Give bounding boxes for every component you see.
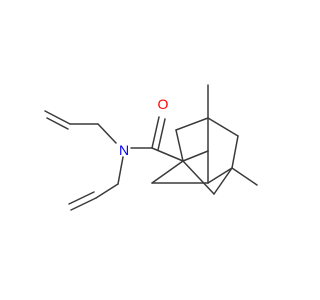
adamantane-cage [151,117,239,195]
bond-n-lower-ch2 [117,156,124,185]
bond-lower-ch2-ch [95,183,119,199]
bond-cage-2 [175,117,209,131]
bond-cage-7 [151,160,184,184]
bond-cage-6 [182,160,215,195]
amide-group [130,116,184,162]
bond-cage-5 [213,167,233,195]
nitrogen-atom-label: N [119,142,129,158]
bond-cage-4 [231,135,239,169]
bond-cage-1 [175,129,184,162]
methyl-groups [207,84,258,186]
bond-cage-3 [207,117,239,137]
bond-double-upper-terminal-1 [44,110,71,125]
allyl-group-lower [68,156,124,211]
bond-upper-ch2-n [97,123,117,144]
bond-double-lower-terminal-2 [68,191,95,205]
bond-double-lower-terminal-1 [70,197,97,211]
molecule-canvas: O N [44,84,258,211]
allyl-group-upper [44,110,117,144]
bond-methyl-right [231,167,258,186]
bond-carbonyl-adamantane [151,147,184,162]
chemical-structure: O N [44,84,258,211]
bond-double-upper-terminal-2 [46,117,69,130]
bond-cage-9 [207,167,233,184]
bond-carbonyl-double-2 [157,118,166,151]
oxygen-atom-label: O [158,96,169,112]
bond-carbonyl-double-1 [151,116,160,149]
bond-cage-11 [182,150,209,162]
